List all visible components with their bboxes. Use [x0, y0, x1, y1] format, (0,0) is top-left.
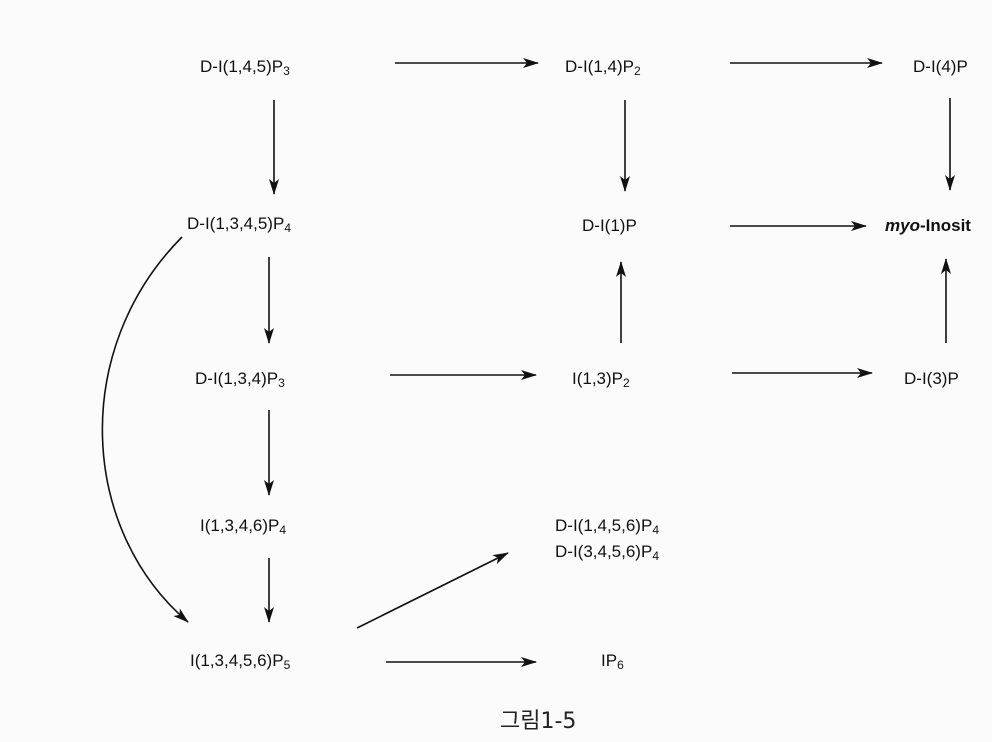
node-ip2-14: D-I(1,4)P2 [565, 58, 641, 77]
node-ip-3: D-I(3)P [904, 370, 959, 387]
figure-caption: 그림1-5 [500, 709, 577, 734]
node-subscript: 4 [284, 221, 291, 235]
node-label: D-I(3,4,5,6)P [555, 542, 653, 561]
node-label: IP [601, 651, 618, 670]
node-label: D-I(1,3,4,5)P [187, 214, 285, 233]
node-label: D-I(1,4,5)P [200, 57, 284, 76]
node-label: I(1,3,4,6)P [200, 516, 280, 535]
node-ip5-13456: I(1,3,4,5,6)P5 [190, 652, 290, 671]
node-ip3-145: D-I(1,4,5)P3 [200, 58, 290, 77]
node-label: D-I(3)P [904, 369, 959, 388]
node-subscript: 4 [652, 523, 659, 537]
node-label: D-I(4)P [913, 57, 968, 76]
node-subscript: 2 [623, 376, 630, 390]
node-ip4-1456: D-I(1,4,5,6)P4 [555, 515, 659, 541]
node-myo-inositol: myo-Inosit [885, 217, 971, 234]
node-ip4-pair: D-I(1,4,5,6)P4 D-I(3,4,5,6)P4 [555, 515, 659, 567]
node-ip4-3456: D-I(3,4,5,6)P4 [555, 541, 659, 567]
node-subscript: 3 [278, 376, 285, 390]
node-ip-4: D-I(4)P [913, 58, 968, 75]
node-subscript: 6 [617, 658, 624, 672]
node-label-italic: myo [885, 216, 920, 235]
node-label: I(1,3,4,5,6)P [190, 651, 284, 670]
node-subscript: 2 [633, 64, 641, 78]
node-label: D-I(1,4,5,6)P [555, 516, 653, 535]
node-label: -Inosit [919, 216, 971, 235]
node-label: D-I(1,3,4)P [195, 369, 279, 388]
arrow-ip5-to-ip4-pair [356, 552, 509, 629]
node-ip2-13: I(1,3)P2 [572, 370, 630, 389]
node-ip3-134: D-I(1,3,4)P3 [195, 370, 285, 389]
node-label: I(1,3)P [572, 369, 624, 388]
node-ip6: IP6 [601, 652, 624, 671]
node-subscript: 3 [283, 64, 290, 78]
node-subscript: 4 [279, 523, 287, 537]
node-label: D-I(1)P [582, 216, 637, 235]
node-subscript: 4 [652, 549, 659, 563]
arrow-ip4-1345-to-ip5-curve [101, 236, 189, 623]
node-ip-1: D-I(1)P [582, 217, 637, 234]
node-ip4-1346: I(1,3,4,6)P4 [200, 517, 286, 536]
node-subscript: 5 [283, 658, 291, 672]
node-label: D-I(1,4)P [565, 57, 634, 76]
node-ip4-1345: D-I(1,3,4,5)P4 [187, 215, 291, 234]
